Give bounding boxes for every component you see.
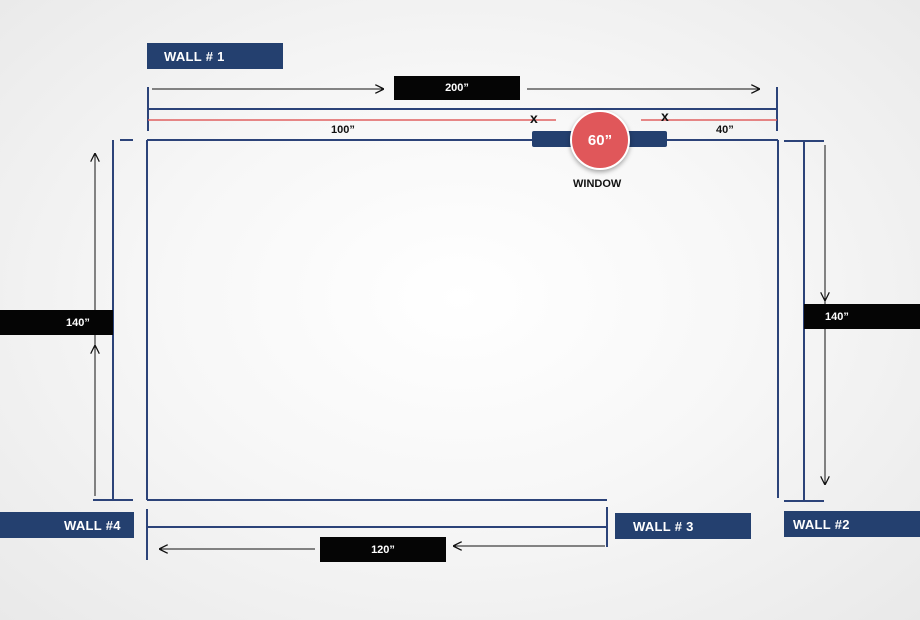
wall-3-label: WALL # 3 (615, 513, 751, 539)
wall-1-label: WALL # 1 (147, 43, 283, 69)
window-label: WINDOW (573, 178, 622, 190)
x-marker-right: x (661, 108, 669, 124)
wall-2-label: WALL #2 (784, 511, 920, 537)
top-left-segment-label: 100” (331, 124, 355, 136)
bottom-length-dimension: 120” (320, 537, 446, 562)
bottom-dimension (146, 507, 608, 560)
right-height-dimension: 140” (804, 304, 920, 329)
x-marker-left: x (530, 110, 538, 126)
window-width-badge: 60” (570, 110, 630, 170)
top-total-dimension: 200” (394, 76, 520, 100)
room-outline (146, 139, 779, 501)
wall-4-label: WALL #4 (0, 512, 134, 538)
top-dimension (147, 87, 778, 131)
top-right-segment-label: 40” (716, 124, 734, 136)
left-height-dimension: 140” (0, 310, 113, 335)
